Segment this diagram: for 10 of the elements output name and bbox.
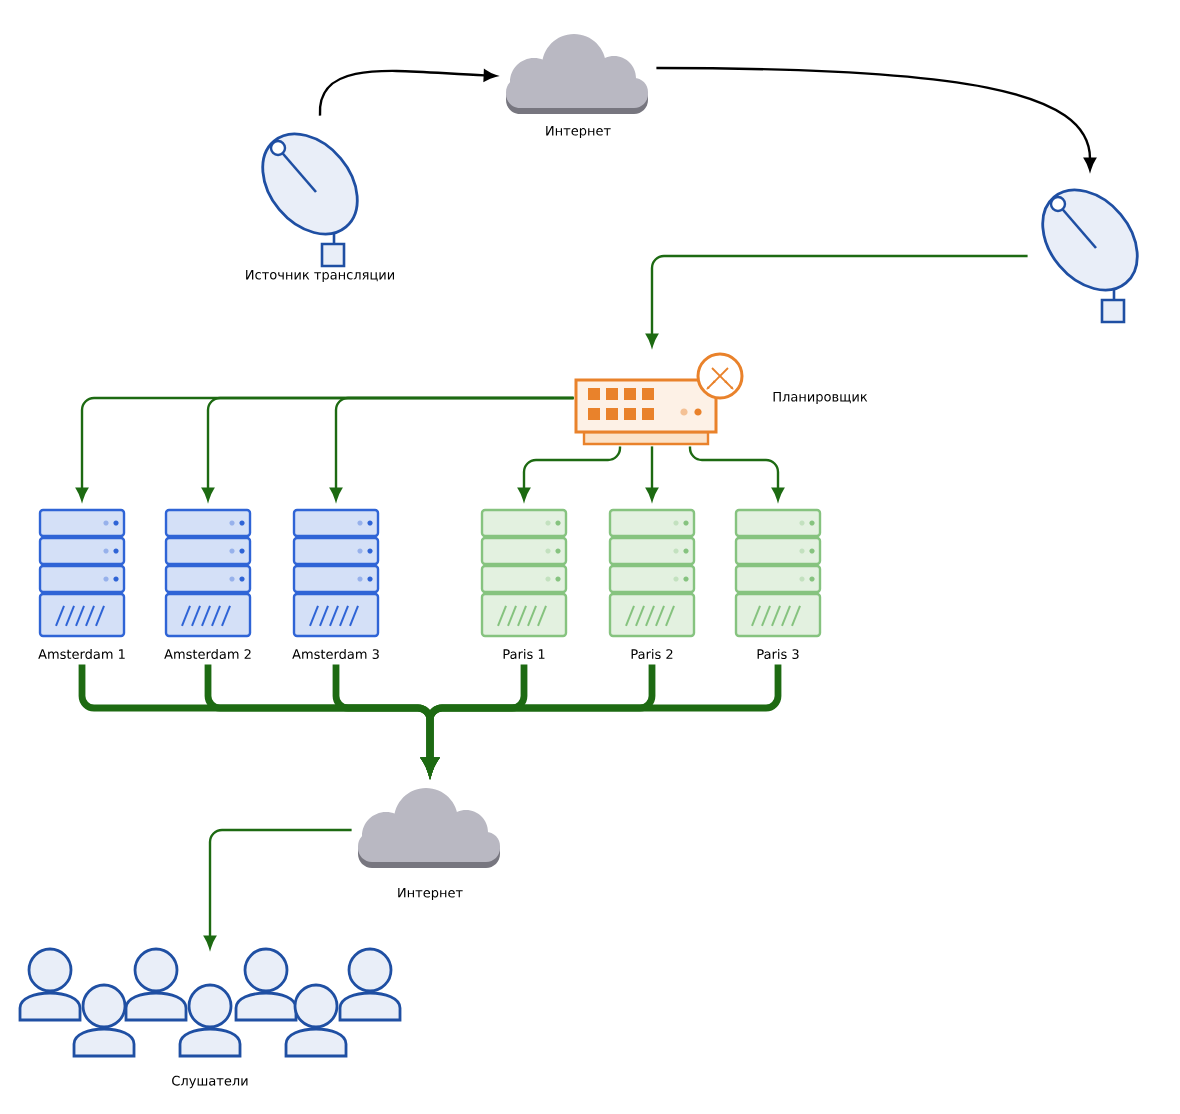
arrow (518, 446, 622, 501)
arrow (318, 69, 497, 116)
arrow (204, 828, 352, 949)
arrow (646, 446, 658, 501)
arrow (688, 446, 784, 501)
arrow (330, 396, 574, 501)
arrow (422, 664, 782, 775)
satellite-dish-icon (1041, 188, 1139, 324)
arrow (656, 66, 1096, 171)
arrow (646, 254, 1028, 347)
